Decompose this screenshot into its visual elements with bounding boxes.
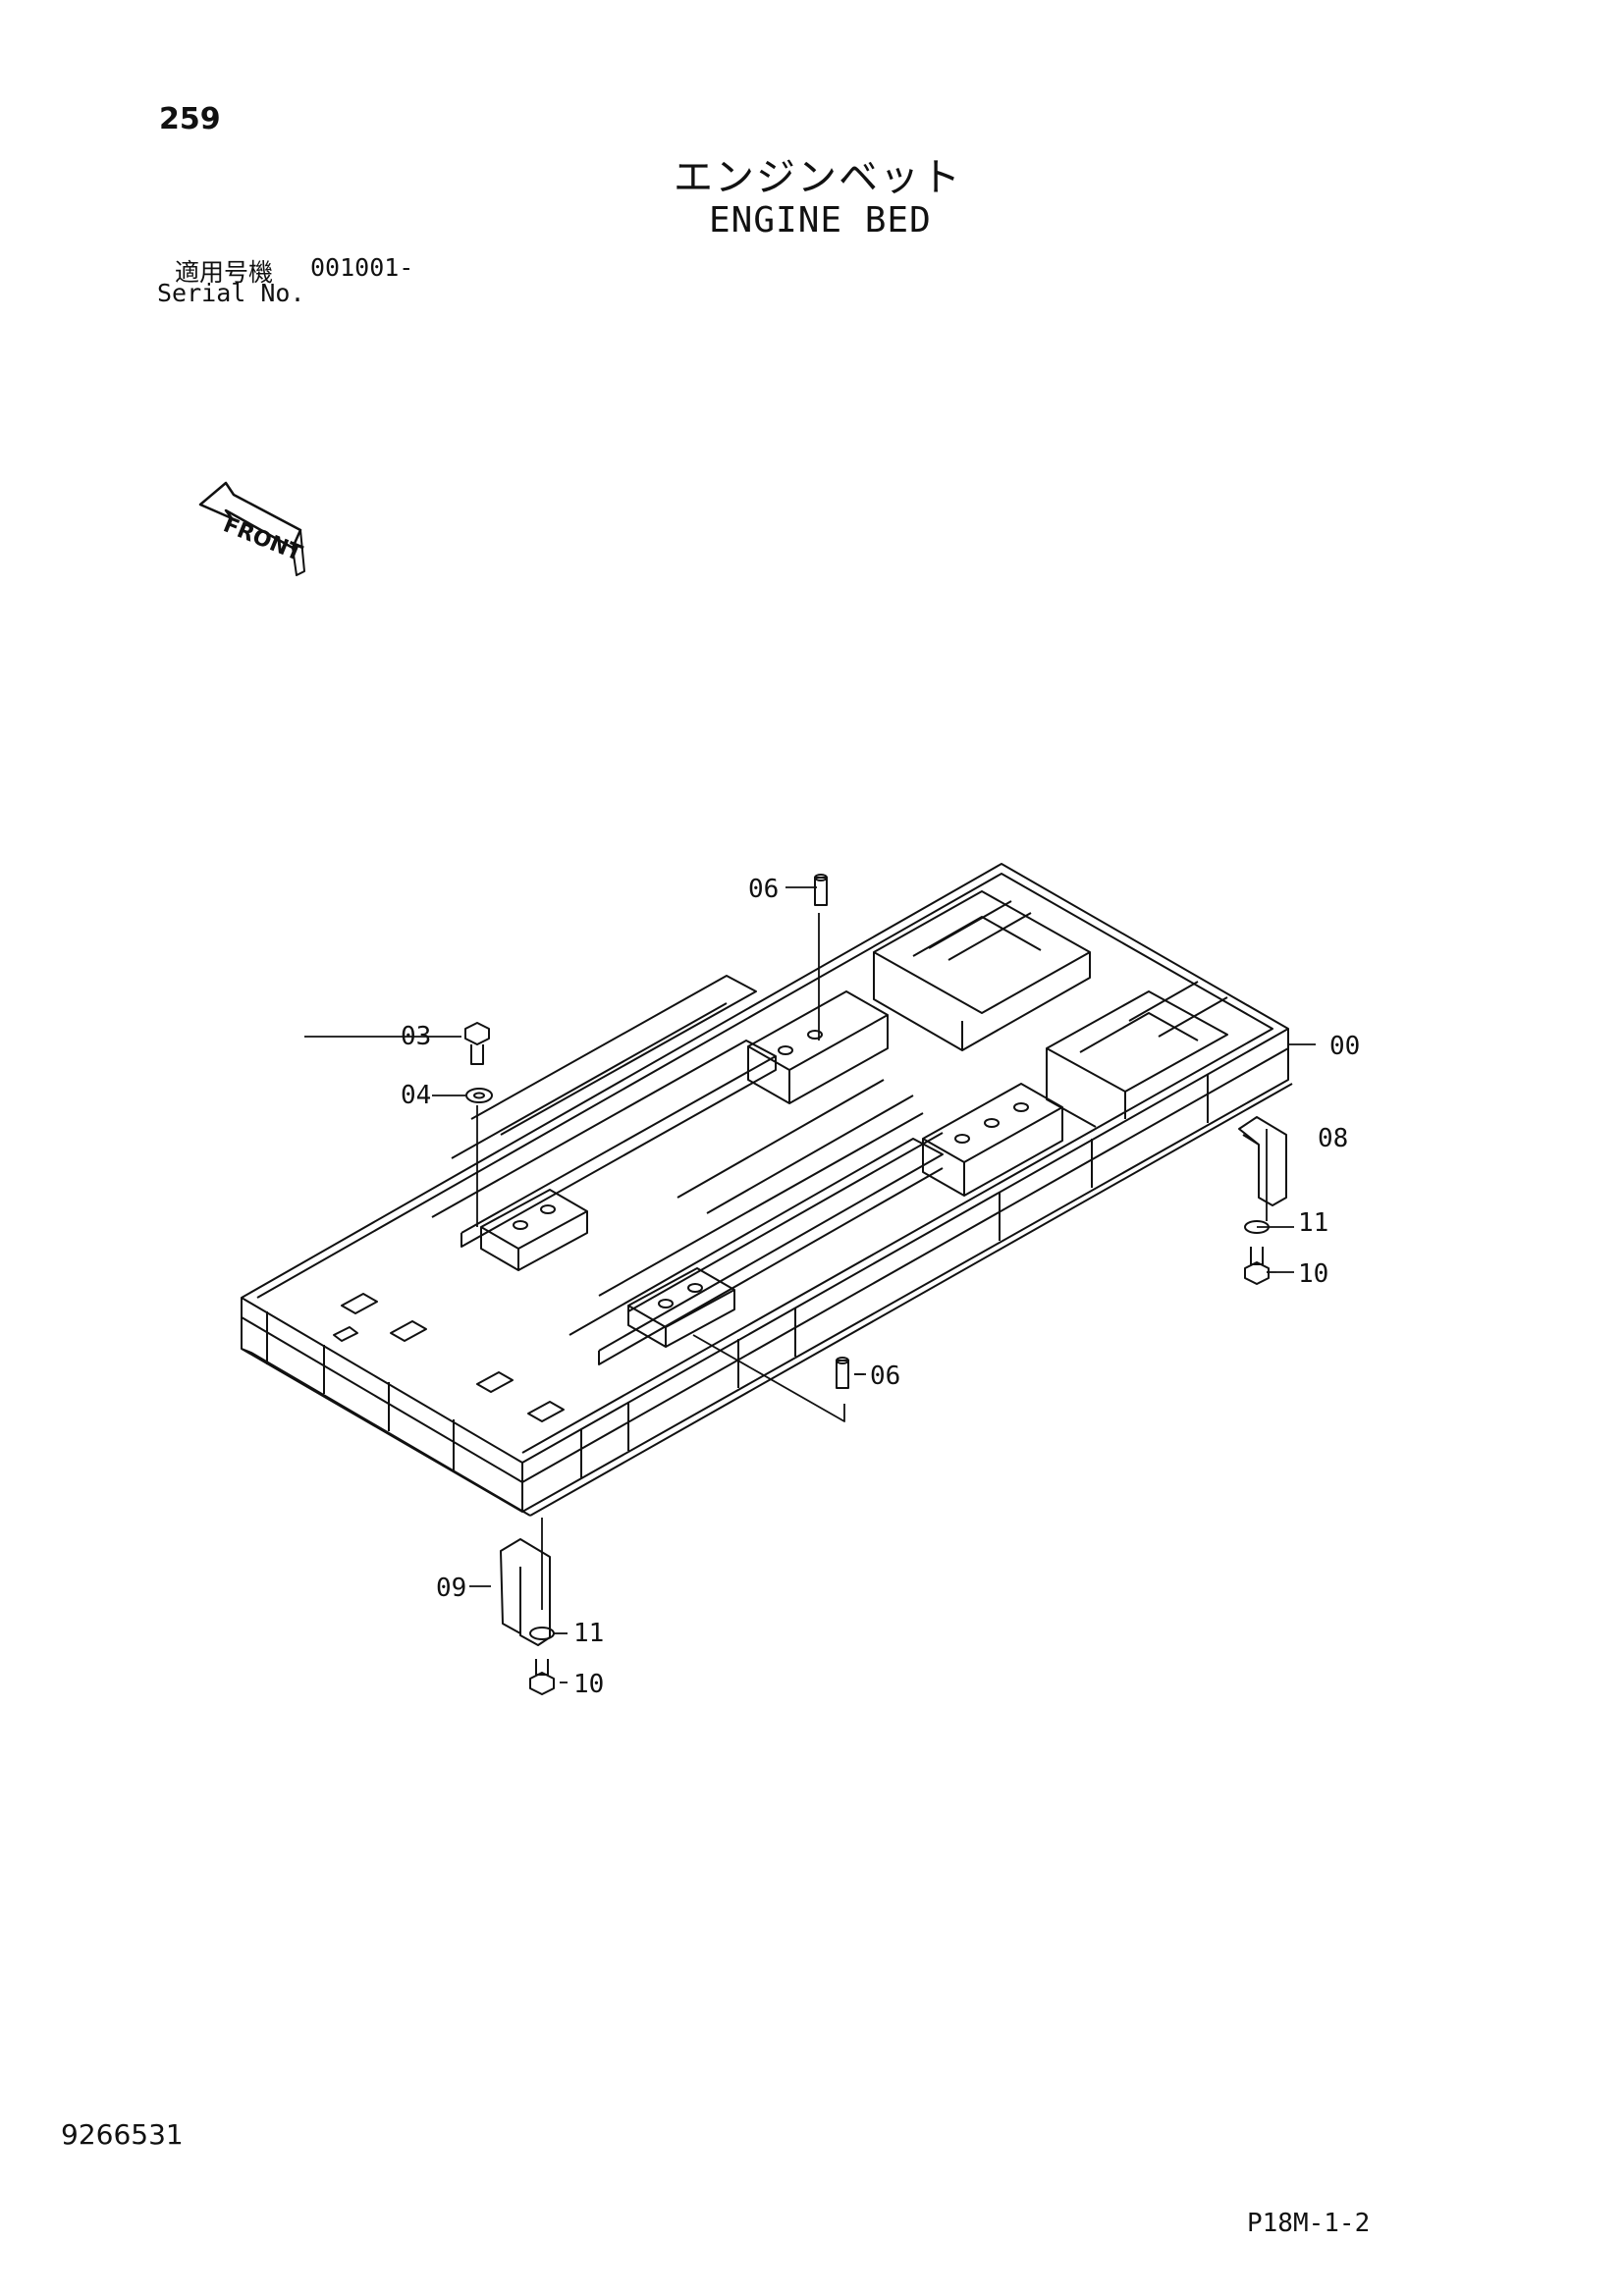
title-english: ENGINE BED [709, 200, 932, 240]
serial-range: 001001- [310, 253, 414, 282]
callout-10-bottom: 10 [573, 1670, 604, 1699]
callout-06-mid: 06 [870, 1362, 900, 1391]
callout-11-right: 11 [1298, 1208, 1328, 1238]
callout-00: 00 [1329, 1032, 1360, 1061]
callout-03: 03 [401, 1022, 431, 1051]
document-number: 9266531 [61, 2118, 184, 2151]
bracket-icon [500, 1538, 551, 1646]
callout-06-top: 06 [748, 875, 779, 904]
page-number: 259 [159, 102, 221, 136]
callout-10-right: 10 [1298, 1259, 1328, 1289]
figure-reference: P18M-1-2 [1247, 2209, 1371, 2238]
bolt-icon [529, 1659, 555, 1695]
title-japanese: エンジンベット [674, 155, 962, 200]
leader-lines [304, 886, 1316, 1683]
callout-08: 08 [1318, 1124, 1348, 1153]
callout-04: 04 [401, 1081, 431, 1110]
serial-label-japanese: 適用号機 [175, 258, 274, 287]
engine-bed-rails [431, 975, 944, 1365]
pin-icon [836, 1357, 849, 1389]
bolt-icon [1244, 1247, 1270, 1285]
washer-icon [465, 1088, 493, 1103]
engine-bed-boxes [873, 890, 1228, 1128]
front-arrow-icon: FRONT [198, 481, 305, 576]
bracket-icon [1238, 1116, 1287, 1206]
washer-icon [529, 1627, 555, 1640]
callout-11-bottom: 11 [573, 1619, 604, 1648]
engine-bed-plate-holes [333, 1293, 565, 1422]
bolt-icon [464, 1022, 490, 1065]
front-label: FRONT [220, 512, 305, 566]
engine-mount-blocks [480, 990, 1063, 1348]
pin-icon [814, 874, 828, 906]
serial-label-english: Serial No. [157, 279, 305, 307]
callout-09: 09 [436, 1574, 466, 1603]
washer-icon [1244, 1220, 1270, 1234]
engine-bed-frame [241, 863, 1293, 1517]
